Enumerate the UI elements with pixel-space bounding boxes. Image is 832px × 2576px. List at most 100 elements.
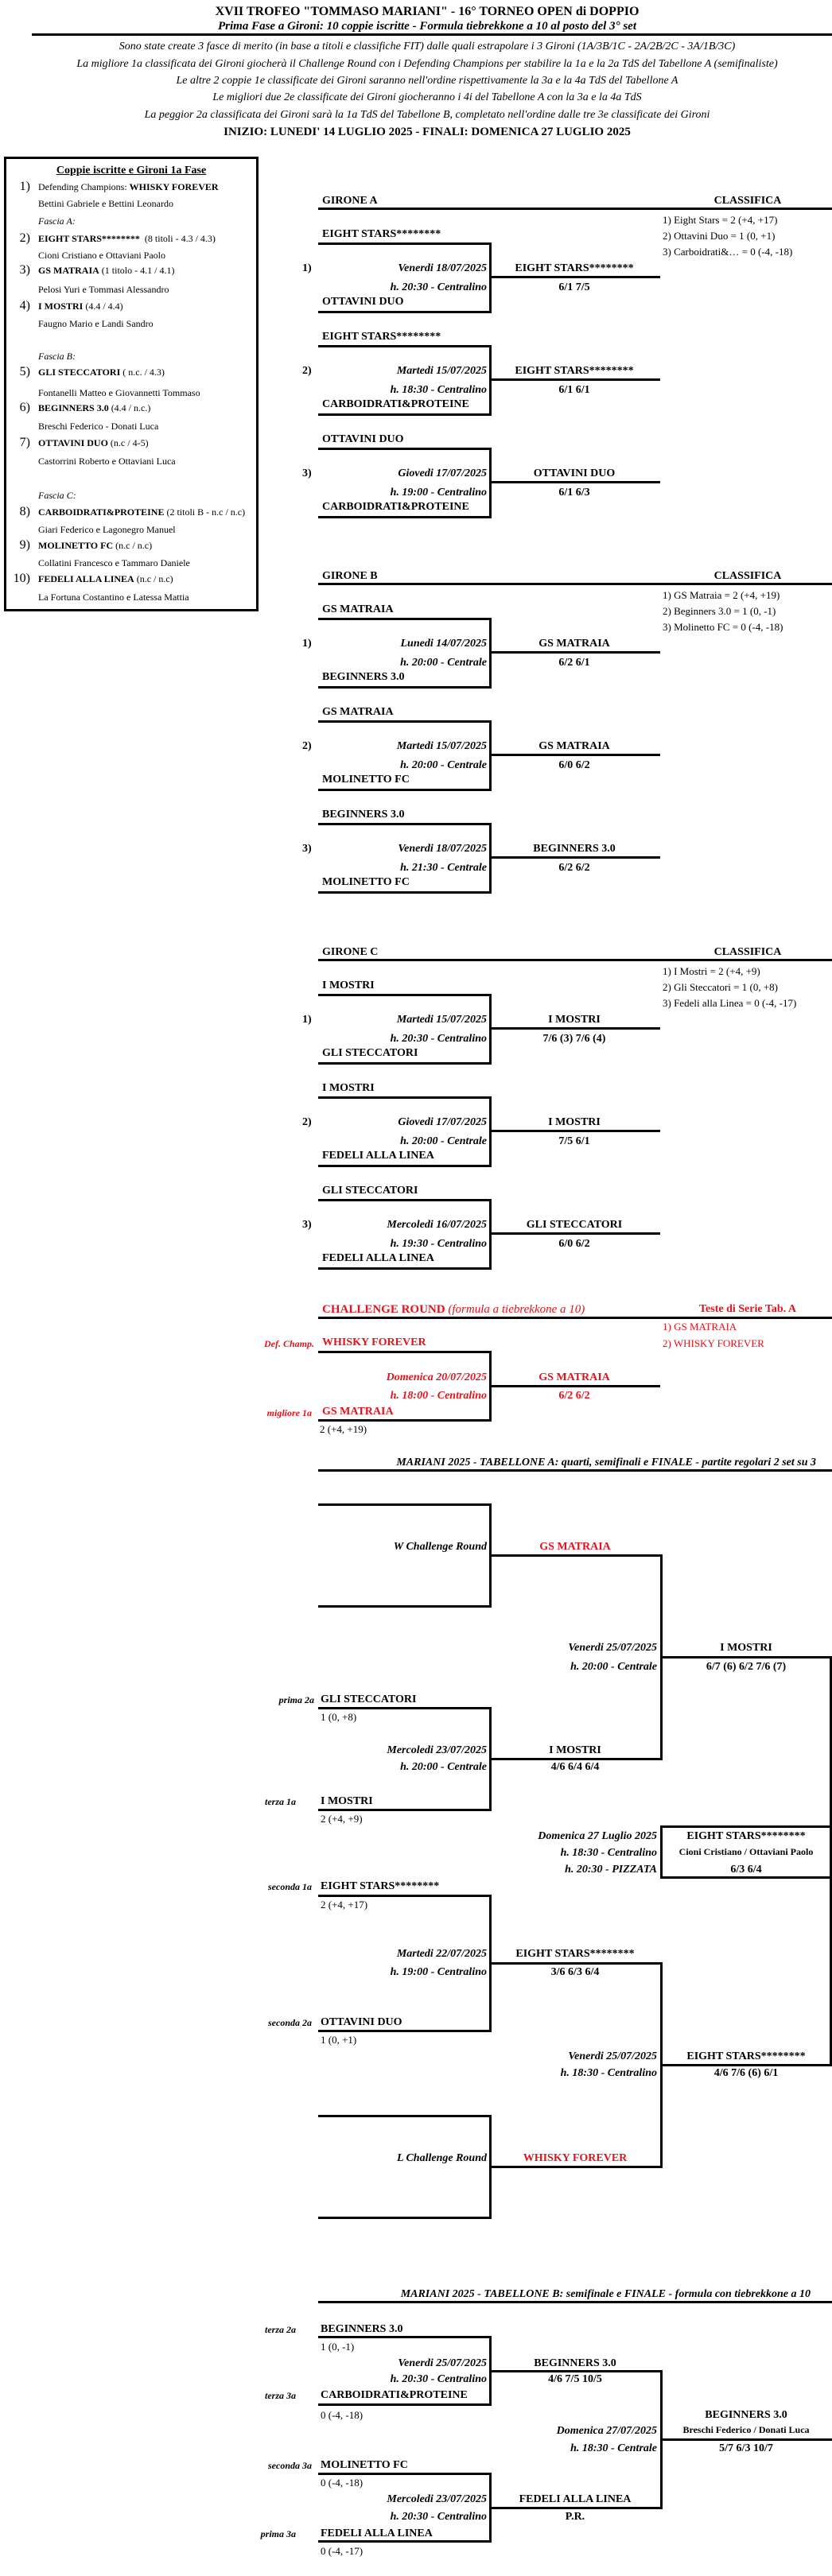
entry-detail: (2 titoli B - n.c / n.c) [164, 506, 246, 518]
match-number: 3) [302, 467, 312, 479]
b-sf2-date: Mercoledi 23/07/2025 [387, 2493, 487, 2505]
entry-number: 6) [19, 401, 30, 414]
match-time: h. 19:30 - Centralino [390, 1238, 487, 1250]
challenge-title-note: (formula a tiebrekkone a 10) [448, 1303, 585, 1316]
entry-players: Cioni Cristiano e Ottaviani Paolo [38, 250, 165, 261]
b-sf2-time: h. 20:30 - Centralino [390, 2511, 487, 2523]
qf4-winner: WHISKY FOREVER [523, 2152, 628, 2164]
entry-team: BEGINNERS 3.0 (4.4 / n.c.) [38, 402, 150, 414]
b-sf2-team1-label: seconda 3a [268, 2460, 312, 2471]
match-team1: BEGINNERS 3.0 [322, 809, 405, 821]
entry-team: FEDELI ALLA LINEA (n.c / n.c) [38, 572, 173, 585]
match-winner-line [489, 754, 660, 756]
match-winner: GLI STECCATORI [526, 1219, 623, 1231]
fascia-label: Fascia C: [38, 490, 76, 501]
b-sf2-team2: FEDELI ALLA LINEA [321, 2528, 433, 2539]
standing-row: 3) Molinetto FC = 0 (-4, -18) [663, 621, 783, 633]
entry-team: I MOSTRI (4.4 / 4.4) [38, 300, 123, 312]
girone-title: GIRONE C [322, 946, 379, 958]
entry-team-name: OTTAVINI DUO [38, 437, 108, 448]
match-winner-line [489, 481, 660, 483]
sf2-time: h. 18:30 - Centralino [560, 2067, 657, 2079]
seed-2: 2) WHISKY FOREVER [663, 1337, 764, 1349]
match-number: 1) [302, 262, 312, 274]
qf2-time: h. 20:00 - Centrale [400, 1761, 487, 1773]
entry-team-name: EIGHT STARS******** [38, 233, 140, 244]
page-subtitle: Prima Fase a Gironi: 10 coppie iscritte … [218, 20, 636, 33]
qf2-team1-label: prima 2a [278, 1694, 314, 1705]
entry-players: Pelosi Yuri e Tommasi Alessandro [38, 284, 169, 295]
sf2-winner: EIGHT STARS******** [686, 2050, 806, 2062]
entry-detail: (1 titolo - 4.1 / 4.1) [99, 265, 175, 276]
qf3-team2-label: seconda 2a [268, 2017, 312, 2028]
match-team1: EIGHT STARS******** [322, 331, 441, 343]
qf4-winner-line [489, 2166, 663, 2168]
sf1-winner-line [660, 1656, 832, 1658]
entry-number: 1) [19, 180, 30, 193]
entry-players: Faugno Mario e Landi Sandro [38, 318, 154, 329]
match-number: 1) [302, 1014, 312, 1026]
qf1-bracket [318, 1503, 492, 1608]
entry-team-name: I MOSTRI [38, 301, 84, 312]
classifica-label: CLASSIFICA [713, 570, 782, 582]
match-score: 6/0 6/2 [558, 1238, 590, 1250]
entry-detail: (n.c / 4-5) [107, 437, 149, 448]
qf1-winner: GS MATRAIA [539, 1541, 611, 1553]
girone-divider [318, 583, 832, 585]
entry-players: Bettini Gabriele e Bettini Leonardo [38, 198, 173, 209]
entry-team-name: WHISKY FOREVER [129, 181, 219, 192]
final-box [660, 1825, 832, 1879]
match-number: 3) [302, 1219, 312, 1231]
b-sf1-team2-record: 0 (-4, -18) [321, 2409, 364, 2421]
entry-team: EIGHT STARS******** (8 titoli - 4.3 / 4.… [38, 232, 216, 245]
match-time: h. 20:00 - Centrale [400, 1135, 487, 1147]
b-sf1-team2-label: terza 3a [265, 2390, 296, 2401]
match-date: Giovedi 17/07/2025 [398, 1116, 487, 1128]
b-sf2-winner: FEDELI ALLA LINEA [519, 2493, 632, 2505]
qf4-bracket [318, 2115, 492, 2219]
qf1-winner-line [489, 1554, 663, 1557]
page-title: XVII TROFEO "TOMMASO MARIANI" - 16° TORN… [215, 5, 640, 18]
entry-detail: (4.4 / 4.4) [83, 301, 123, 312]
entry-number: 4) [19, 299, 30, 312]
match-winner-line [489, 1130, 660, 1132]
entry-number: 9) [19, 538, 30, 552]
entry-players: Breschi Federico - Donati Luca [38, 421, 159, 432]
match-winner: GS MATRAIA [538, 740, 610, 752]
match-winner: I MOSTRI [548, 1014, 601, 1026]
entry-number: 8) [19, 505, 30, 518]
fascia-label: Fascia A: [38, 215, 76, 227]
entry-team-name: GS MATRAIA [38, 265, 99, 276]
b-sf2-team2-label: prima 3a [260, 2528, 296, 2539]
qf3-winner-line [489, 1962, 663, 1965]
qf3-winner: EIGHT STARS******** [515, 1948, 635, 1960]
sf1-time: h. 20:00 - Centrale [570, 1661, 657, 1673]
rule-note-4: Le migliori due 2e classificate dei Giro… [212, 91, 642, 103]
tabellone-b-divider [318, 2301, 832, 2303]
match-date: Martedi 15/07/2025 [396, 740, 487, 752]
b-sf1-team1: BEGINNERS 3.0 [321, 2323, 403, 2335]
match-team1: I MOSTRI [322, 1082, 375, 1094]
final-date: Domenica 27 Luglio 2025 [538, 1830, 657, 1842]
challenge-title-text: CHALLENGE ROUND [322, 1303, 445, 1316]
b-sf1-score: 4/6 7/5 10/5 [548, 2373, 602, 2385]
sf1-date: Venerdi 25/07/2025 [568, 1642, 657, 1654]
challenge-winner-line [489, 1385, 660, 1387]
entry-detail: (8 titoli - 4.3 / 4.3) [139, 233, 216, 244]
match-number: 3) [302, 843, 312, 855]
tabellone-a-title: MARIANI 2025 - TABELLONE A: quarti, semi… [396, 1457, 816, 1468]
entry-team-name: GLI STECCATORI [38, 367, 121, 378]
match-score: 6/1 7/5 [558, 281, 590, 293]
entry-players: Castorrini Roberto e Ottaviani Luca [38, 456, 176, 467]
header-divider [32, 33, 832, 36]
qf2-team2-label: terza 1a [265, 1796, 296, 1807]
qf3-team2-record: 1 (0, +1) [321, 2034, 357, 2046]
qf3-team1-label: seconda 1a [268, 1881, 312, 1892]
match-score: 7/6 (3) 7/6 (4) [542, 1033, 606, 1045]
qf1-slot-label: W Challenge Round [393, 1541, 487, 1553]
final-score: 6/3 6/4 [730, 1864, 762, 1876]
b-sf2-team2-record: 0 (-4, -17) [321, 2545, 364, 2557]
match-time: h. 20:30 - Centralino [390, 1033, 487, 1045]
match-time: h. 20:30 - Centralino [390, 281, 487, 293]
match-winner: OTTAVINI DUO [533, 467, 616, 479]
